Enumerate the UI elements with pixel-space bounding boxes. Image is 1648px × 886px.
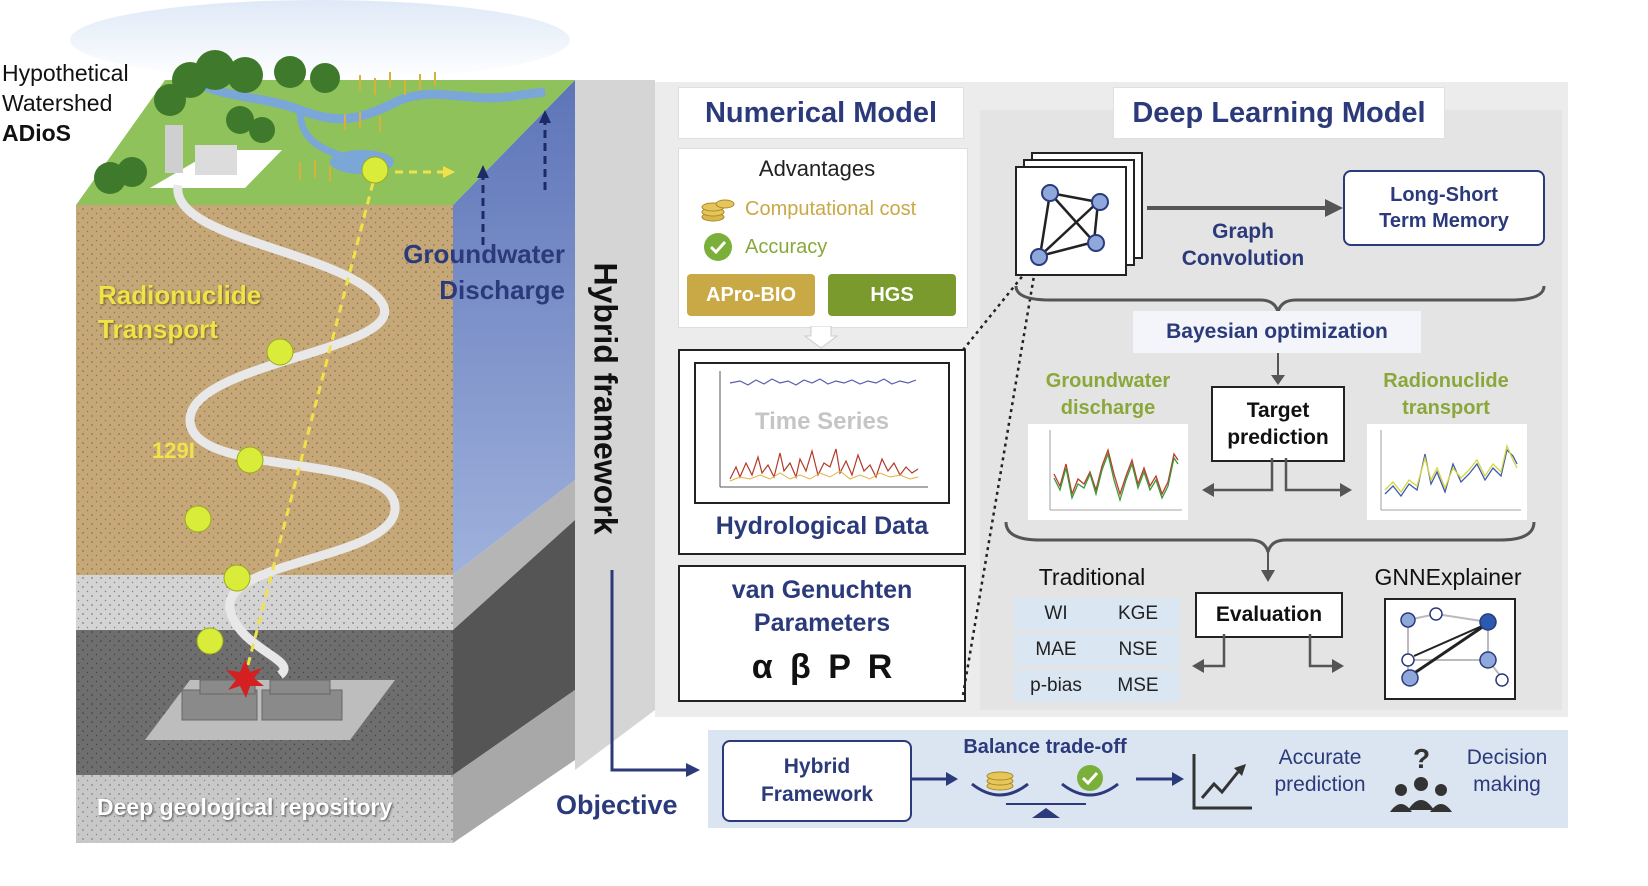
isotope-label: 129I [152,438,195,463]
computational-cost-label: Computational cost [745,198,917,220]
gnnexplainer-graph-icon [1384,598,1516,700]
time-series-plot [719,371,928,488]
hybrid-framework-box: Hybrid Framework [722,740,912,822]
objective-arrow-1 [910,772,958,786]
groundwater-mini-chart [1028,424,1188,520]
balance-tradeoff-label: Balance trade-off [963,736,1127,758]
dec-line1: Decision [1466,746,1548,769]
groundwater-label: Groundwater Discharge [360,236,565,308]
watershed-label-line3: ADioS [2,120,71,146]
watershed-label-line1: Hypothetical [2,60,129,86]
metric-mae: MAE [1014,634,1098,666]
acc-line1: Accurate [1278,746,1362,769]
svg-text:?: ? [1413,744,1430,774]
gw-line2: discharge [1060,397,1156,419]
radionuclide-label: Radionuclide Transport [98,278,261,346]
tp-line1: Target [1246,399,1310,422]
dec-line2: making [1473,773,1541,796]
van-genuchten-card [678,565,966,702]
objective-connector [610,570,700,777]
brace-middle [1004,521,1536,582]
repository-label: Deep geological repository [97,794,393,820]
accurate-prediction-label: Accurate prediction [1258,744,1382,798]
objective-label: Objective [556,790,678,820]
radionuclide-label-line2: Transport [98,314,218,344]
graph-stack-icon [1015,152,1143,276]
watershed-block-diagram [70,0,575,843]
groundwater-discharge-label: Groundwater discharge [1028,368,1188,422]
hydrological-data-label: Hydrological Data [715,512,929,540]
rt-line1: Radionuclide [1383,370,1509,392]
lstm-box: Long-Short Term Memory [1343,170,1545,246]
metric-p-bias: p-bias [1014,670,1098,702]
hf-line1: Hybrid [783,755,851,778]
hybrid-framework-label: Hybrid framework [587,262,624,535]
balance-scale-icon [971,765,1119,818]
acc-line2: prediction [1274,773,1366,796]
watershed-label: Hypothetical Watershed ADioS [2,58,129,148]
parameter-symbols: α β P R [751,648,893,686]
hgs-button: HGS [828,274,956,316]
target-split-arrows [1202,458,1352,497]
apro-bio-button: APro-BIO [687,274,815,316]
advantages-heading: Advantages [758,156,876,181]
accuracy-label: Accuracy [745,236,828,258]
zoom-projection [575,80,655,770]
van-genuchten-line1: van Genuchten [731,576,913,604]
radionuclide-label-line1: Radionuclide [98,280,262,310]
gnnexplainer-label: GNNExplainer [1374,564,1522,590]
metric-nse: NSE [1096,634,1180,666]
radionuclide-transport-label: Radionuclide transport [1366,368,1526,422]
radionuclide-mini-chart [1367,424,1527,520]
lstm-line1: Long-Short [1390,184,1498,206]
lstm-line2: Term Memory [1379,210,1509,232]
gw-line1: Groundwater [1045,370,1171,392]
coins-icon [700,195,736,228]
graph-convolution-line1: Graph [1212,220,1274,243]
evaluation-box: Evaluation [1195,592,1343,638]
watershed-label-line2: Watershed [2,90,113,116]
decision-people-icon: ? [1390,744,1452,812]
graph-convolution-line2: Convolution [1181,247,1305,270]
particle [361,156,389,184]
objective-arrow-2 [1136,772,1184,786]
target-prediction-box: Target prediction [1211,386,1345,462]
time-series-chart [694,362,950,504]
bayesian-optimization-box: Bayesian optimization [1133,311,1421,353]
metric-wi: WI [1014,598,1098,630]
check-icon [703,232,733,267]
numerical-model-title: Numerical Model [678,87,964,139]
trend-chart-icon [1192,754,1252,810]
groundwater-label-line1: Groundwater [403,239,565,269]
graph-to-lstm-arrow [1147,199,1343,217]
rt-line2: transport [1402,397,1490,419]
metric-kge: KGE [1096,598,1180,630]
traditional-label: Traditional [1038,564,1146,590]
hf-line2: Framework [760,783,874,806]
van-genuchten-line2: Parameters [753,609,891,637]
decision-making-label: Decision making [1452,744,1562,798]
deep-learning-title: Deep Learning Model [1113,87,1445,139]
groundwater-label-line2: Discharge [439,275,565,305]
tp-line2: prediction [1227,426,1329,449]
van-genuchten-title: van Genuchten Parameters [678,574,966,640]
down-arrow-hollow [803,326,839,349]
graph-convolution-label: Graph Convolution [1163,218,1323,272]
time-series-watermark: Time Series [754,408,890,435]
bayes-down-arrow [1271,353,1285,385]
metric-mse: MSE [1096,670,1180,702]
evaluation-split-arrows [1192,634,1344,673]
